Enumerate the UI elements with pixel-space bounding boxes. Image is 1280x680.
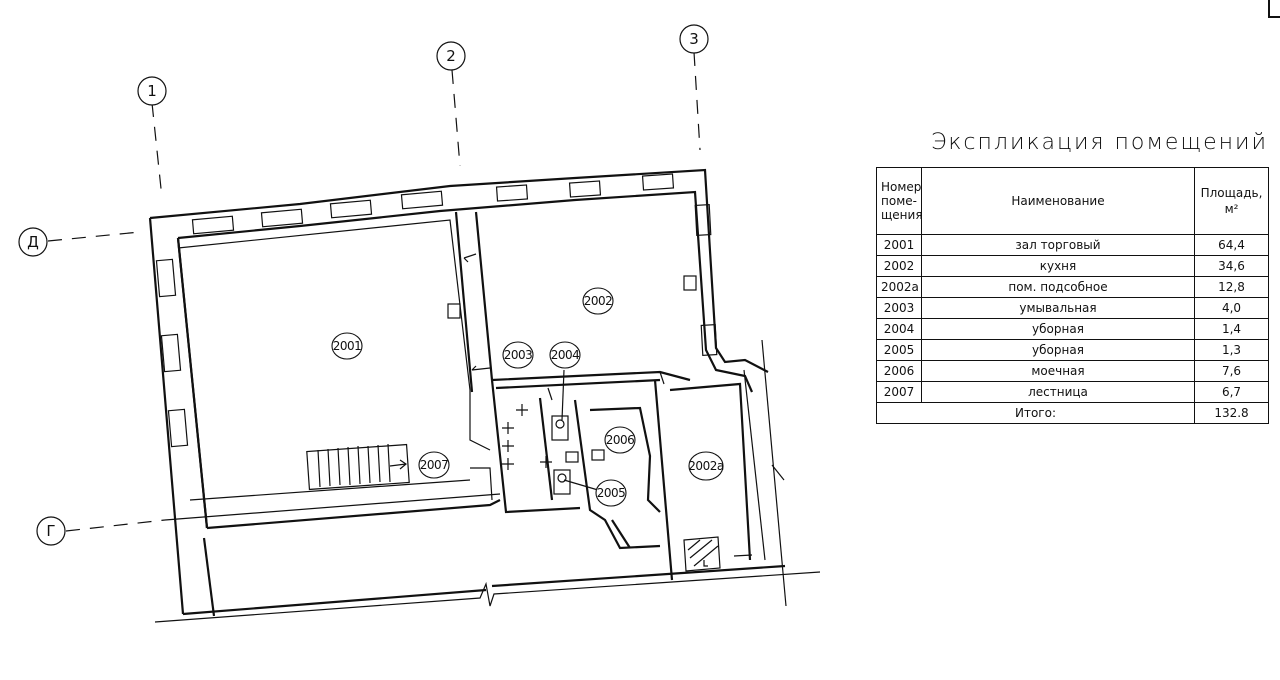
cell-area: 12,8	[1194, 276, 1269, 298]
axis-marker-3: 3	[679, 24, 709, 54]
table-row: 2001 зал торговый 64,4	[876, 234, 1269, 256]
cell-name: пом. подсобное	[921, 276, 1195, 298]
svg-text:2003: 2003	[504, 348, 533, 362]
explication-table: Номер поме- щения Наименование Площадь, …	[876, 167, 1269, 424]
cell-number: 2007	[876, 381, 922, 403]
cell-number: 2005	[876, 339, 922, 361]
cell-number: 2003	[876, 297, 922, 319]
cell-name: лестница	[921, 381, 1195, 403]
cell-area: 1,4	[1194, 318, 1269, 340]
svg-text:2002a: 2002a	[688, 459, 724, 473]
cell-name: моечная	[921, 360, 1195, 382]
header-area: Площадь, м²	[1194, 167, 1269, 235]
header-number: Номер поме- щения	[876, 167, 923, 235]
fixtures	[447, 253, 697, 495]
stair-2002a	[683, 536, 753, 572]
svg-text:2005: 2005	[597, 486, 626, 500]
svg-text:2: 2	[446, 47, 456, 65]
room-label-2001: 2001	[331, 332, 363, 360]
table-row: 2003 умывальная 4,0	[876, 297, 1269, 319]
svg-text:2002: 2002	[584, 294, 613, 308]
svg-text:3: 3	[689, 30, 699, 48]
room-label-2005: 2005	[595, 479, 627, 507]
axis-lines	[47, 51, 701, 532]
room-label-2006: 2006	[604, 426, 636, 454]
stair-2007	[306, 443, 410, 491]
room-label-2003: 2003	[502, 341, 534, 369]
room-label-2007: 2007	[418, 451, 450, 479]
cell-name: кухня	[921, 255, 1195, 277]
cell-name: зал торговый	[921, 234, 1195, 256]
cell-number: 2002а	[876, 276, 922, 298]
table-row: 2007 лестница 6,7	[876, 381, 1269, 403]
table-row: 2002а пом. подсобное 12,8	[876, 276, 1269, 298]
svg-text:2004: 2004	[551, 348, 580, 362]
room-label-2002: 2002	[582, 287, 614, 315]
total-area: 132.8	[1194, 402, 1269, 424]
explication-panel: Экспликация помещений Номер поме- щения …	[876, 130, 1269, 424]
cell-number: 2004	[876, 318, 922, 340]
explication-title: Экспликация помещений	[931, 130, 1268, 155]
svg-text:2007: 2007	[420, 458, 449, 472]
room-label-2004: 2004	[549, 341, 581, 369]
table-row: 2006 моечная 7,6	[876, 360, 1269, 382]
cell-area: 6,7	[1194, 381, 1269, 403]
cell-area: 4,0	[1194, 297, 1269, 319]
axis-marker-g: Г	[36, 516, 66, 546]
total-label: Итого:	[876, 402, 1195, 424]
cell-number: 2006	[876, 360, 922, 382]
cell-number: 2001	[876, 234, 922, 256]
svg-text:2001: 2001	[333, 339, 362, 353]
leader-2004	[561, 369, 565, 421]
cell-number: 2002	[876, 255, 922, 277]
svg-text:1: 1	[147, 82, 157, 100]
svg-text:Д: Д	[27, 233, 39, 251]
frame-corner	[1268, 0, 1280, 18]
axis-marker-2: 2	[436, 41, 466, 71]
table-row: 2002 кухня 34,6	[876, 255, 1269, 277]
svg-text:2006: 2006	[606, 433, 635, 447]
cell-area: 64,4	[1194, 234, 1269, 256]
header-name: Наименование	[921, 167, 1195, 235]
table-header-row: Номер поме- щения Наименование Площадь, …	[876, 167, 1269, 235]
cell-area: 34,6	[1194, 255, 1269, 277]
cell-name: умывальная	[921, 297, 1195, 319]
axis-marker-1: 1	[137, 76, 167, 106]
table-row: 2005 уборная 1,3	[876, 339, 1269, 361]
table-total-row: Итого: 132.8	[876, 402, 1269, 424]
table-row: 2004 уборная 1,4	[876, 318, 1269, 340]
windows	[155, 173, 718, 448]
room-label-2002a: 2002a	[688, 451, 724, 481]
interior-walls	[176, 211, 787, 607]
cell-area: 7,6	[1194, 360, 1269, 382]
axis-marker-d: Д	[18, 227, 48, 257]
leader-2005	[563, 479, 599, 491]
cell-name: уборная	[921, 318, 1195, 340]
cell-name: уборная	[921, 339, 1195, 361]
cell-area: 1,3	[1194, 339, 1269, 361]
svg-text:Г: Г	[46, 522, 55, 540]
